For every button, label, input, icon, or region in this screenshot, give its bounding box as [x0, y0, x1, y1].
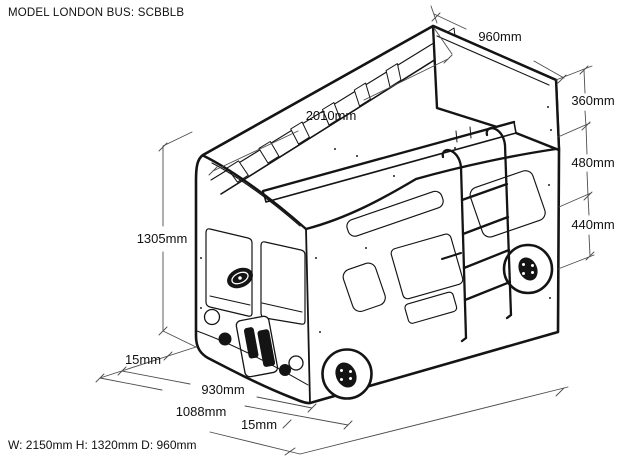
- side-door-panel: [390, 233, 464, 300]
- upper-side-window-band: [346, 190, 444, 237]
- steering-wheel: [227, 267, 253, 289]
- front-marker-right: [279, 364, 291, 376]
- dim-label-middle-section: 480mm: [571, 155, 614, 170]
- dimension-labels: 960mm 2010mm 1305mm 360mm 480mm 440mm 15…: [125, 29, 615, 432]
- bumper-line: [196, 330, 309, 386]
- dim-label-depth: 960mm: [478, 29, 521, 44]
- bunk-guard-rail: [261, 120, 517, 203]
- drawing-title: MODEL LONDON BUS: SCBBLB: [8, 7, 184, 19]
- screw-dots: [200, 106, 552, 333]
- dim-label-lower-section: 440mm: [571, 217, 614, 232]
- headlight-right: [288, 355, 304, 371]
- side-lower-panel: [404, 291, 458, 324]
- dim-label-height: 1305mm: [137, 231, 188, 246]
- bed-slats: [226, 27, 457, 183]
- overall-size-note: W: 2150mm H: 1320mm D: 960mm: [8, 438, 197, 452]
- front-marker-left: [218, 332, 232, 346]
- dim-label-front-offset: 15mm: [125, 352, 161, 367]
- roofline: [304, 147, 558, 231]
- bus-drawing: [194, 24, 561, 405]
- dim-label-upper-section: 360mm: [571, 93, 614, 108]
- ladder: [441, 126, 513, 343]
- dim-label-base-front: 930mm: [201, 382, 244, 397]
- dim-label-base-total: 1088mm: [176, 404, 227, 419]
- dim-label-rear-offset: 15mm: [241, 417, 277, 432]
- windscreen: [205, 228, 306, 325]
- front-cowl-edge: [202, 154, 308, 231]
- rear-wheel: [502, 243, 554, 295]
- front-side-corner: [305, 228, 311, 404]
- dim-label-length: 2010mm: [306, 108, 357, 123]
- headlight-left: [203, 308, 221, 326]
- bed-platform-edge: [220, 48, 453, 195]
- lower-side-window: [342, 262, 386, 313]
- dimension-lines: [95, 5, 595, 456]
- front-cowl-inner: [211, 162, 301, 227]
- front-grille: [235, 315, 279, 378]
- headboard-panel: [431, 24, 561, 152]
- front-wheel: [321, 348, 373, 400]
